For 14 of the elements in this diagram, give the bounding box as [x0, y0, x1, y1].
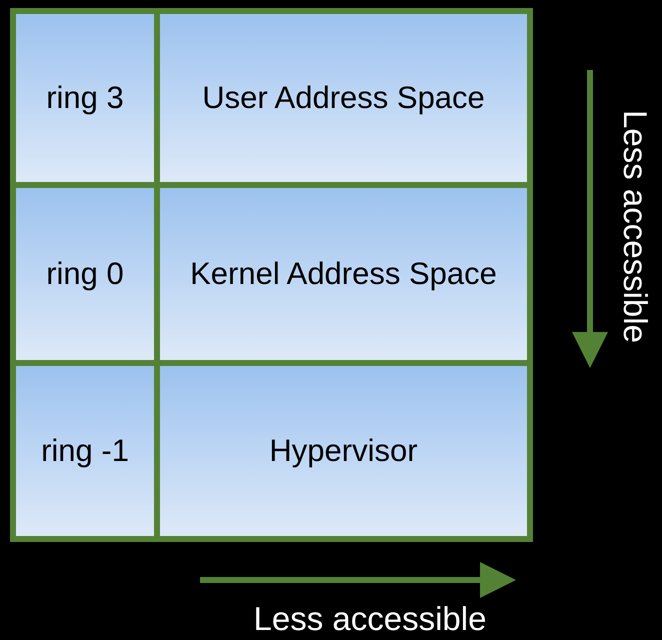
axis-caption: Less accessible	[616, 108, 655, 344]
region-cell	[160, 366, 527, 536]
ring-label: ring 0	[46, 254, 124, 293]
ring-label: ring 3	[46, 78, 124, 117]
ring-cell	[16, 14, 154, 182]
ring-label: ring -1	[41, 432, 129, 470]
ring-cell	[16, 366, 154, 536]
region-name: User Address Space	[202, 78, 485, 117]
ring-cell	[16, 188, 154, 360]
region-cell	[160, 14, 527, 182]
axis-caption: Less accessible	[252, 600, 488, 638]
region-name: Kernel Address Space	[190, 254, 497, 293]
region-name: Hypervisor	[269, 432, 418, 470]
region-cell	[160, 188, 527, 360]
